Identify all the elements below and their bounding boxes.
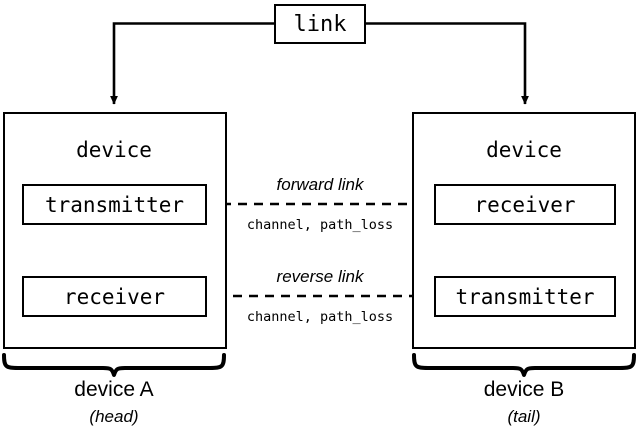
device-a-receiver-label: receiver bbox=[63, 284, 166, 309]
forward-link-name: forward link bbox=[276, 175, 364, 194]
device-b-group-role: (tail) bbox=[507, 407, 541, 426]
device-a-box-label: device bbox=[76, 138, 152, 162]
reverse-link-name: reverse link bbox=[276, 267, 364, 286]
link-bus-right bbox=[366, 22, 529, 105]
device-b-receiver-label: receiver bbox=[474, 192, 576, 217]
device-a-transmitter-box[interactable]: transmitter bbox=[22, 184, 207, 225]
device-b-transmitter-label: transmitter bbox=[455, 284, 595, 309]
device-a-transmitter-label: transmitter bbox=[44, 192, 185, 217]
device-b-group-label: device B bbox=[483, 378, 565, 401]
device-b-receiver-box[interactable]: receiver bbox=[434, 184, 616, 225]
forward-link-params: channel, path_loss bbox=[246, 217, 394, 233]
link-box-label: link bbox=[293, 11, 347, 37]
device-a-group-label: device A bbox=[74, 378, 154, 401]
device-b-box-label: device bbox=[486, 138, 562, 162]
device-b-transmitter-box[interactable]: transmitter bbox=[434, 276, 616, 317]
link-bus-left bbox=[110, 22, 274, 105]
brace-device-b bbox=[412, 353, 636, 377]
device-a-receiver-box[interactable]: receiver bbox=[22, 276, 207, 317]
device-a-group-role: (head) bbox=[89, 407, 139, 426]
reverse-link-params: channel, path_loss bbox=[246, 309, 394, 325]
link-box[interactable]: link bbox=[274, 4, 366, 44]
brace-device-a bbox=[2, 353, 226, 377]
